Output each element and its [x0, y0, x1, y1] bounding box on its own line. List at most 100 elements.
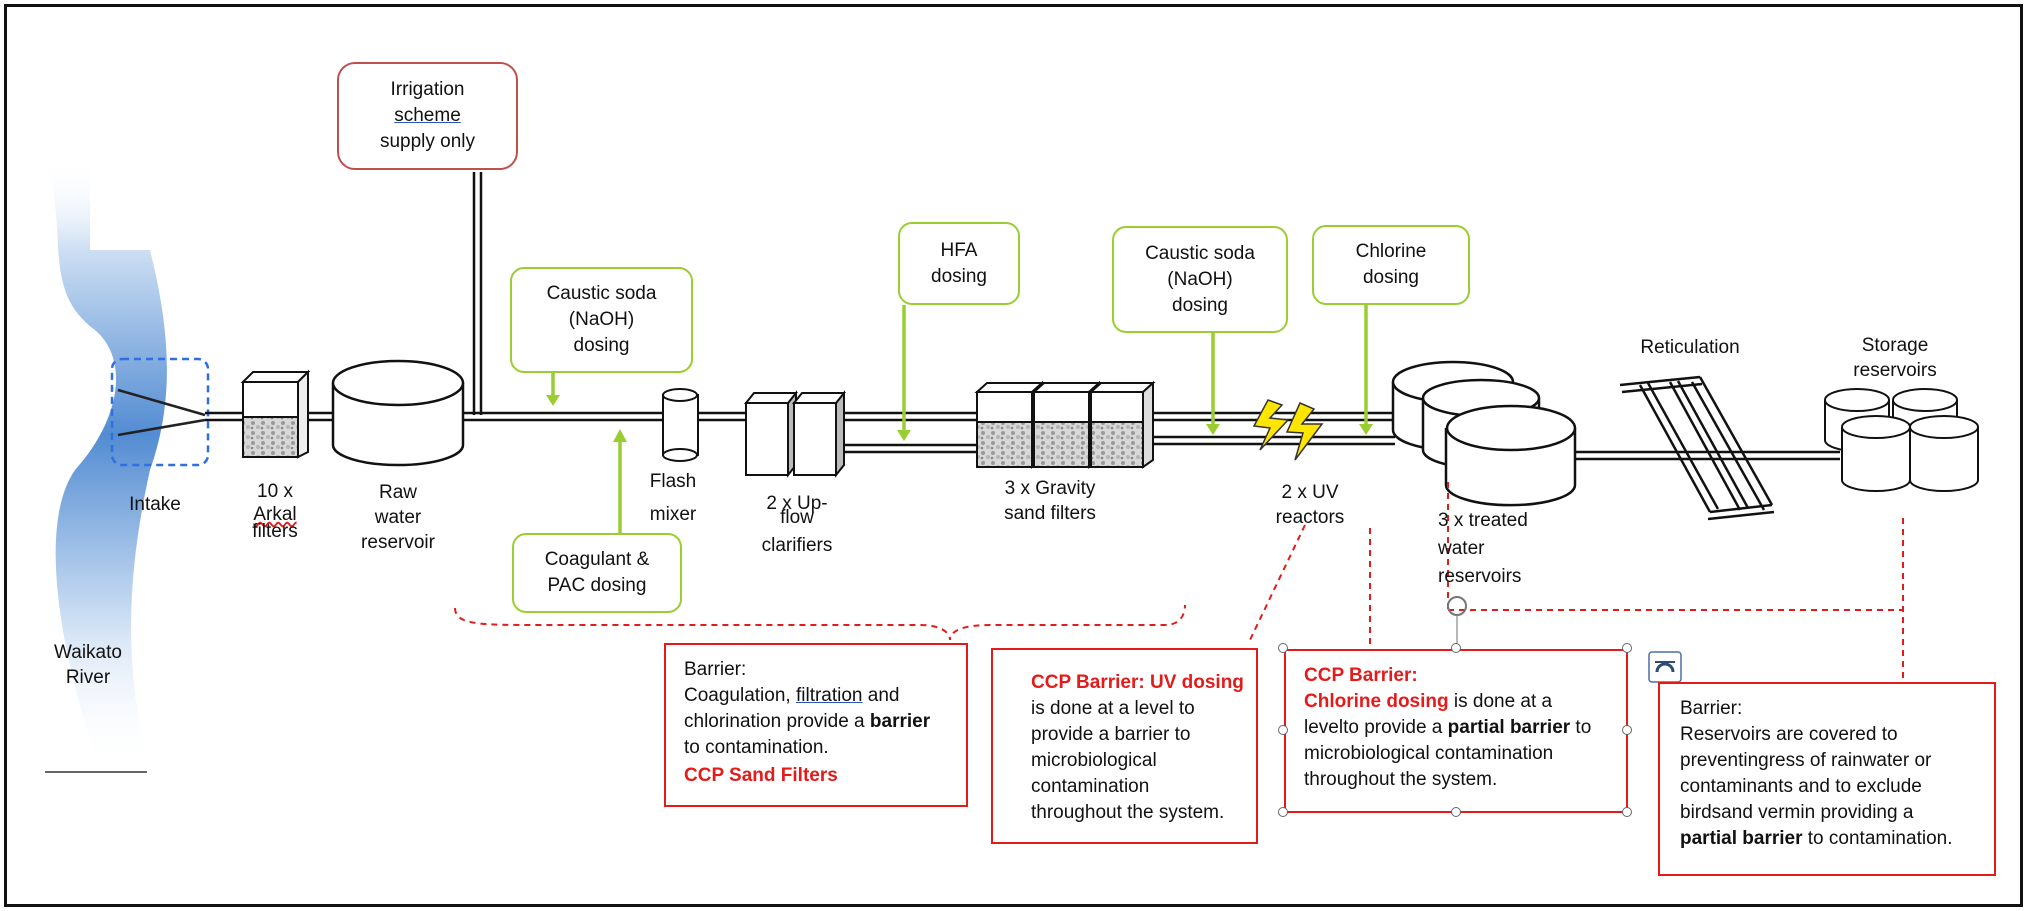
barrier-res-partial: partial barrier	[1680, 828, 1803, 849]
clar-line1: 2 x Up-	[766, 493, 828, 514]
ccp-uv-heading: CCP Barrier: UV dosing	[1031, 672, 1244, 693]
storage-line2: reservoirs	[1853, 360, 1937, 381]
barrier-coag-barrier-word: barrier	[869, 711, 931, 732]
caustic-soda-dosing-box-2[interactable]: Caustic soda (NaOH) dosing	[1112, 226, 1288, 333]
storage-line1: Storage	[1861, 335, 1929, 356]
selection-handle[interactable]	[1278, 807, 1288, 817]
treated-line1: 3 x treated	[1438, 510, 1528, 531]
layout-options-icon	[1648, 651, 1682, 683]
ccp-chlorine-partial: partial barrier	[1447, 717, 1571, 738]
hfa-line1: HFA	[940, 239, 978, 261]
gravity-sand-filters	[974, 380, 1156, 469]
flash-line1: Flash	[649, 471, 697, 492]
arkal-line2: Arkal	[253, 504, 297, 525]
barrier-coagulation-box[interactable]: Barrier: Coagulation, filtration and chl…	[664, 643, 968, 807]
ccp-chlorine-heading: CCP Barrier:	[1304, 665, 1418, 686]
barrier-res-heading: Barrier:	[1680, 698, 1743, 719]
clar-line2: flow	[780, 507, 814, 528]
selection-handle[interactable]	[1451, 807, 1461, 817]
selection-handle[interactable]	[1278, 725, 1288, 735]
raw-line1: Raw	[378, 482, 417, 503]
arkal-filters-label: 10 x Arkal filters	[235, 480, 315, 543]
reticulation-label: Reticulation	[1640, 337, 1740, 358]
uv-reactors	[1252, 399, 1324, 461]
irrigation-line3: supply only	[379, 131, 476, 152]
dosing-arrows	[546, 305, 1373, 533]
barrier-res-t1: Reservoirs are covered to preventingress…	[1680, 724, 1932, 823]
raw-line2: water	[374, 507, 422, 528]
selection-handle[interactable]	[1278, 643, 1288, 653]
selection-handle[interactable]	[1622, 725, 1632, 735]
barrier-coag-filtration: filtration	[795, 685, 863, 706]
barrier-res-t2: to contamination.	[1802, 828, 1953, 849]
ccp-sand-filters: CCP Sand Filters	[684, 765, 838, 786]
storage-reservoirs-label: Storage reservoirs	[1840, 333, 1950, 383]
uv-line2: reactors	[1275, 507, 1345, 528]
uv-line1: 2 x UV	[1281, 482, 1339, 503]
waikato-river	[45, 160, 167, 770]
irrigation-scheme-box[interactable]: Irrigation scheme supply only	[337, 62, 518, 170]
upflow-clarifiers-label: 2 x Up- flow clarifiers	[742, 493, 852, 557]
river-label-line1: Waikato	[54, 642, 122, 663]
arkal-line1: 10 x	[257, 481, 293, 502]
flash-mixer	[662, 388, 699, 462]
irrigation-line2: scheme	[394, 105, 461, 126]
coagulant-pac-dosing-box[interactable]: Coagulant & PAC dosing	[512, 533, 682, 613]
raw-line3: reservoir	[361, 532, 435, 553]
caustic2-line2: (NaOH)	[1167, 268, 1233, 290]
river-label-line2: River	[65, 667, 111, 688]
selection-handle[interactable]	[1451, 643, 1461, 653]
raw-water-reservoir	[331, 359, 465, 467]
ccp-uv-text: CCP Barrier: UV dosing is done at a leve…	[1031, 670, 1244, 826]
irrigation-line1: Irrigation	[390, 79, 465, 100]
clar-line3: clarifiers	[761, 535, 833, 556]
selection-handle[interactable]	[1622, 807, 1632, 817]
chlorine-dosing-box[interactable]: Chlorine dosing	[1312, 225, 1470, 305]
caustic-soda-dosing-box-1[interactable]: Caustic soda (NaOH) dosing	[510, 267, 693, 373]
intake-label: Intake	[129, 494, 181, 515]
caustic2-line3: dosing	[1172, 294, 1228, 316]
barrier-coag-t3: to contamination.	[684, 737, 829, 758]
sand-line1: 3 x Gravity	[1004, 478, 1096, 499]
coagulant-line2: PAC dosing	[547, 575, 647, 596]
uv-reactors-label: 2 x UV reactors	[1260, 480, 1360, 530]
hfa-dosing-box[interactable]: HFA dosing	[898, 222, 1020, 305]
gravity-sand-filters-label: 3 x Gravity sand filters	[975, 476, 1125, 526]
flash-line2: mixer	[649, 504, 697, 525]
treated-water-reservoirs-label: 3 x treated water reservoirs	[1438, 507, 1578, 591]
flash-mixer-label: Flash mixer	[633, 465, 713, 531]
treated-line2: water	[1438, 538, 1485, 559]
barrier-res-text: Reservoirs are covered to preventingress…	[1680, 722, 1974, 852]
diagram-frame	[4, 4, 2023, 907]
chlorine-line1: Chlorine	[1355, 241, 1427, 262]
caustic2-line1: Caustic soda	[1145, 242, 1255, 264]
caustic1-line3: dosing	[573, 335, 630, 356]
barrier-coag-heading: Barrier:	[684, 659, 747, 680]
raw-water-reservoir-label: Raw water reservoir	[338, 480, 458, 555]
ccp-chlorine-dosing: Chlorine dosing	[1304, 691, 1449, 712]
ccp-uv-barrier-box[interactable]: CCP Barrier: UV dosing is done at a leve…	[991, 648, 1258, 844]
sand-line2: sand filters	[1004, 503, 1096, 524]
rotate-handle-icon	[1447, 596, 1467, 648]
storage-reservoirs	[1824, 388, 1979, 492]
chlorine-line2: dosing	[1362, 267, 1419, 288]
barrier-coag-text: Coagulation, filtration and chlorination…	[684, 683, 948, 761]
ccp-uv-body: is done at a level to provide a barrier …	[1031, 698, 1225, 823]
arkal-line3: filters	[252, 521, 298, 542]
caustic1-line1: Caustic soda	[546, 283, 657, 304]
treated-water-reservoirs	[1391, 360, 1577, 507]
barrier-coag-t1: Coagulation,	[684, 685, 796, 706]
treated-line3: reservoirs	[1438, 566, 1522, 587]
river-label: Waikato River	[38, 640, 138, 690]
arkal-filters	[240, 369, 311, 459]
barrier-reservoirs-box[interactable]: Barrier: Reservoirs are covered to preve…	[1658, 682, 1996, 876]
ccp-chlorine-barrier-box[interactable]: CCP Barrier: Chlorine dosing is done at …	[1284, 649, 1628, 813]
barrier-connectors	[454, 482, 1904, 680]
caustic1-line2: (NaOH)	[568, 309, 635, 330]
ccp-chlorine-text: Chlorine dosing is done at a levelto pro…	[1304, 689, 1608, 793]
ccp-chlorine-t2: to microbiological contamination through…	[1304, 717, 1592, 790]
reticulation-grid	[1619, 375, 1775, 521]
ccp-chlorine-t1: is done at a levelto provide a	[1304, 691, 1553, 738]
selection-handle[interactable]	[1622, 643, 1632, 653]
